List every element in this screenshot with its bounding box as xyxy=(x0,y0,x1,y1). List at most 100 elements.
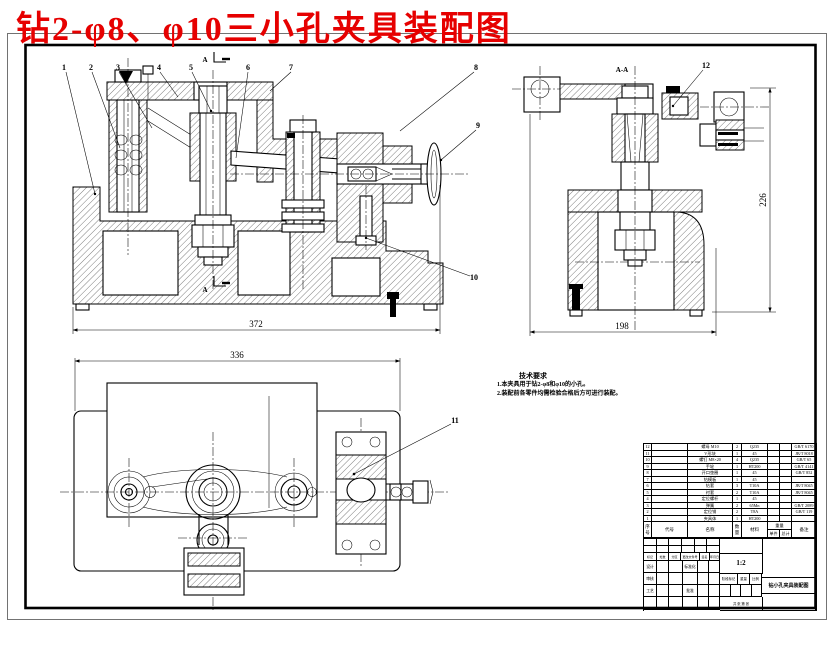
part-remark xyxy=(792,516,816,522)
scale-value: 1:2 xyxy=(720,553,763,574)
header-no: 序号 xyxy=(644,522,652,537)
process-row: 工艺 批准 xyxy=(644,585,720,597)
part-code xyxy=(652,509,688,516)
part-weight-total xyxy=(780,496,792,503)
part-weight-each xyxy=(768,457,780,464)
parts-row: 5 衬套 2 T10A JB/T 8045 xyxy=(644,489,816,496)
part-code xyxy=(652,502,688,509)
parts-row: 1 夹具体 1 HT200 xyxy=(644,515,816,522)
part-material: T8A xyxy=(742,509,768,516)
dim-side-height: 226 xyxy=(758,193,768,207)
part-weight-each xyxy=(768,483,780,490)
revision-labels: 标记 处数 分区 更改文件号 签名 年月日 xyxy=(644,553,720,561)
part-qty: 1 xyxy=(733,463,742,470)
part-remark: JB/T 8018 xyxy=(792,451,816,457)
part-qty: 2 xyxy=(733,489,742,496)
part-code xyxy=(652,515,688,522)
part-weight-each xyxy=(768,470,780,477)
stage-row: 阶段标记 重量 比例 xyxy=(720,573,762,585)
part-name: 开口垫圈 xyxy=(688,470,733,477)
part-name: 螺钉 M8×20 xyxy=(688,457,733,464)
part-code xyxy=(652,483,688,490)
part-remark: GB/T 6170 xyxy=(792,444,816,451)
label-count: 处数 xyxy=(657,553,669,561)
part-code xyxy=(652,444,688,451)
part-no: 9 xyxy=(644,463,652,470)
parts-row: 8 开口垫圈 1 45 GB/T 852 xyxy=(644,470,816,477)
design-row: 设计 标准化 xyxy=(644,561,720,573)
plan-view: 336 xyxy=(60,350,459,612)
label-process: 工艺 xyxy=(644,585,657,597)
part-no: 12 xyxy=(644,444,652,451)
part-no: 6 xyxy=(644,483,652,490)
part-weight-each xyxy=(768,450,780,457)
part-qty: 1 xyxy=(733,470,742,477)
part-remark: GB/T 65 xyxy=(792,457,816,464)
section-label: A-A xyxy=(616,66,628,74)
part-remark: JB/T 8045 xyxy=(792,483,816,490)
label-ratio: 比例 xyxy=(750,573,762,585)
part-material: 45 xyxy=(742,476,768,483)
drawing-name: 钻小孔夹具装配图 xyxy=(762,577,816,594)
part-material: HT200 xyxy=(742,463,768,470)
revision-grid xyxy=(644,539,720,553)
dim-front-width: 372 xyxy=(249,319,263,329)
parts-list-rows: 12 螺母 M10 2 Q235 GB/T 6170 11 V形块 1 45 xyxy=(644,444,816,522)
callout-9: 9 xyxy=(476,121,480,130)
parts-row: 7 钻模板 1 45 xyxy=(644,476,816,483)
part-weight-total xyxy=(780,476,792,483)
title-block: 标记 处数 分区 更改文件号 签名 年月日 设计 标准化 审核 工艺 批准 xyxy=(644,538,816,611)
part-code xyxy=(652,476,688,483)
part-remark: JB/T 8045 xyxy=(792,490,816,496)
part-no: 8 xyxy=(644,470,652,477)
part-remark: GB/T 4141 xyxy=(792,464,816,470)
tech-note-2: 2.装配前各零件均需检验合格后方可进行装配。 xyxy=(497,391,622,397)
header-weight-each: 单件 xyxy=(768,530,780,537)
callout-11: 11 xyxy=(451,416,459,425)
part-code xyxy=(652,496,688,503)
part-remark xyxy=(792,496,816,503)
part-code xyxy=(652,457,688,464)
label-zone: 分区 xyxy=(669,553,681,561)
part-remark: GB/T 119 xyxy=(792,509,816,516)
parts-row: 10 螺钉 M8×20 4 Q235 GB/T 65 xyxy=(644,457,816,464)
part-name: 衬套 xyxy=(688,489,733,496)
part-material: Q235 xyxy=(742,444,768,451)
sheet-frame xyxy=(7,33,827,620)
label-review: 审核 xyxy=(644,573,657,585)
part-qty: 2 xyxy=(733,502,742,509)
part-weight-total xyxy=(780,450,792,457)
part-qty: 1 xyxy=(733,515,742,522)
label-sign: 签名 xyxy=(700,553,710,561)
tech-notes: 技术要求 1.本夹具用于钻2-φ8和φ10的小孔。 2.装配前各零件均需检验合格… xyxy=(497,372,667,399)
part-code xyxy=(652,450,688,457)
part-remark: GB/T 2089 xyxy=(792,503,816,509)
part-material: 45 xyxy=(742,496,768,503)
part-material: HT200 xyxy=(742,515,768,522)
part-material: 45 xyxy=(742,470,768,477)
part-weight-total xyxy=(780,515,792,522)
part-weight-total xyxy=(780,444,792,451)
part-weight-each xyxy=(768,502,780,509)
part-no: 1 xyxy=(644,515,652,522)
part-name: 弹簧 xyxy=(688,502,733,509)
part-no: 5 xyxy=(644,489,652,496)
header-name: 名称 xyxy=(688,522,733,537)
parts-row: 4 定位螺杆 1 45 xyxy=(644,496,816,503)
part-no: 10 xyxy=(644,457,652,464)
part-code xyxy=(652,489,688,496)
part-no: 3 xyxy=(644,502,652,509)
header-weight: 重量 单件 总计 xyxy=(768,522,792,537)
part-weight-each xyxy=(768,515,780,522)
part-qty: 1 xyxy=(733,450,742,457)
part-weight-each xyxy=(768,489,780,496)
review-row: 审核 xyxy=(644,573,720,585)
part-weight-total xyxy=(780,483,792,490)
part-qty: 2 xyxy=(733,444,742,451)
header-code: 代号 xyxy=(652,522,688,537)
side-view: A-A 12 198 226 xyxy=(512,61,776,336)
label-mark: 标记 xyxy=(644,553,657,561)
part-material: T10A xyxy=(742,489,768,496)
part-weight-each xyxy=(768,476,780,483)
